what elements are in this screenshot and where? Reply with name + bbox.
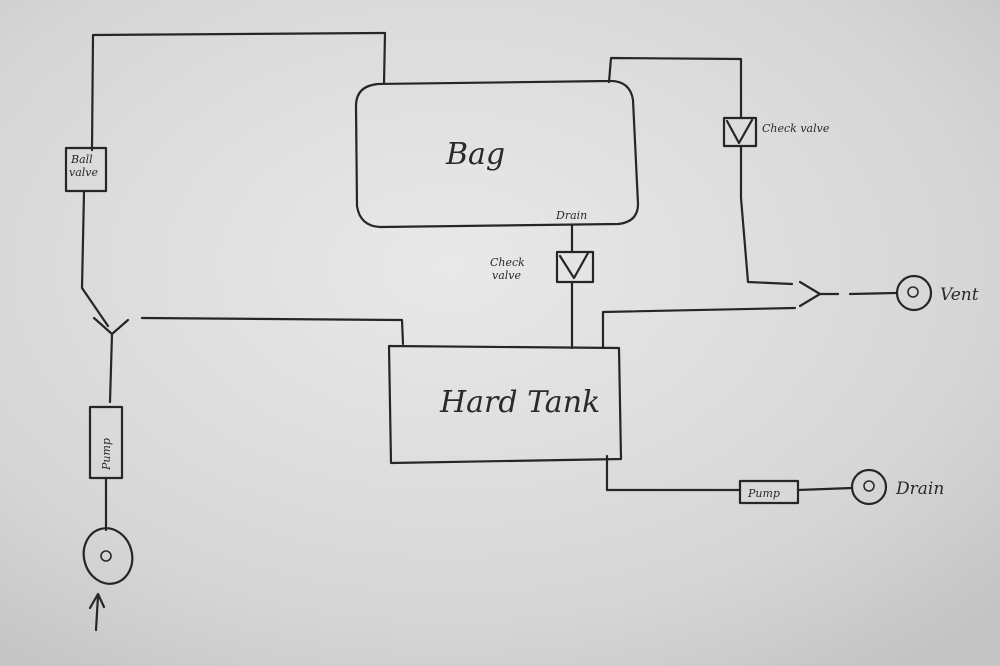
ball-valve — [64, 146, 108, 193]
bag-label: Bag — [445, 137, 505, 172]
pipe-tank-to-pump — [605, 454, 742, 492]
check-valve-mid — [555, 250, 595, 284]
hard-tank — [387, 344, 623, 465]
pipe-ballvalve-to-y — [80, 190, 110, 328]
ball-valve-label-line2: valve — [69, 166, 99, 179]
drain-port-center-icon — [863, 480, 875, 492]
drain-port-icon — [850, 468, 888, 506]
pump-bottom-label: Pump — [747, 487, 780, 500]
check-valve-top-icon — [725, 118, 754, 145]
pipe-tank-to-vent — [601, 306, 797, 350]
check-valve-top-label: Check valve — [762, 122, 830, 135]
vent-port-center-icon — [907, 286, 919, 298]
pump-left-label: Pump — [100, 438, 113, 471]
bag — [354, 79, 640, 229]
inlet-port-icon — [82, 527, 134, 585]
vent-port-icon — [895, 274, 933, 312]
pump-bottom — [738, 479, 800, 505]
arrow-up-icon — [88, 592, 106, 632]
check-valve-mid-label-line2: valve — [492, 269, 522, 282]
pipe-y-to-tank — [140, 316, 405, 346]
pipe-checkvalve-to-vent — [739, 144, 794, 286]
vent-label: Vent — [940, 285, 979, 305]
pipe-pump-to-drain — [796, 486, 854, 492]
pipe-bag-to-topright — [607, 56, 743, 120]
check-valve-mid-label: Check valve — [490, 256, 528, 282]
inlet-port-center-icon — [100, 550, 112, 562]
ball-valve-label: Ball valve — [69, 153, 99, 179]
pipe-top-left-loop — [90, 31, 387, 152]
hard-tank-label: Hard Tank — [439, 385, 600, 420]
drain-port-label: Drain — [555, 209, 587, 222]
check-valve-icon — [558, 251, 590, 280]
pipe-y-to-vent — [848, 291, 898, 296]
y-junction-left — [92, 316, 130, 404]
drain-outlet-label: Drain — [895, 479, 944, 499]
y-junction-right — [798, 280, 840, 308]
